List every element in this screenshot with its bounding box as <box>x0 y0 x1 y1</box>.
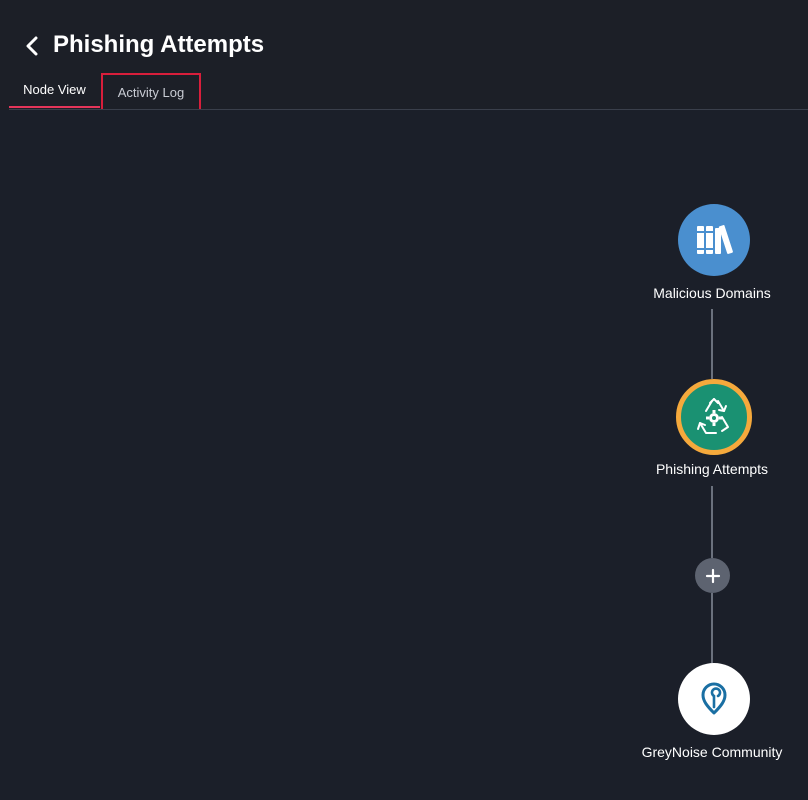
node-greynoise-community[interactable] <box>678 663 750 735</box>
page-title: Phishing Attempts <box>53 31 265 58</box>
greynoise-logo-icon <box>701 682 727 715</box>
tab-divider <box>9 109 808 110</box>
node-malicious-domains[interactable] <box>678 204 750 276</box>
connector-line <box>711 309 713 379</box>
node-label: Malicious Domains <box>653 285 771 301</box>
node-label: GreyNoise Community <box>641 744 783 760</box>
tab-activity-log[interactable]: Activity Log <box>101 73 201 111</box>
connector-line <box>711 486 713 558</box>
node-canvas <box>0 110 808 800</box>
recycle-gear-icon <box>697 398 729 434</box>
node-label: Phishing Attempts <box>655 461 769 477</box>
tab-node-view[interactable]: Node View <box>9 73 100 108</box>
chevron-left-icon <box>26 36 38 56</box>
node-phishing-attempts[interactable] <box>676 379 752 455</box>
header: Phishing Attempts Node View Activity Log <box>0 0 808 111</box>
tab-activity-log-label: Activity Log <box>117 84 185 100</box>
books-icon <box>697 225 733 254</box>
back-button[interactable] <box>18 30 46 62</box>
add-node-button[interactable] <box>695 558 730 593</box>
connector-line <box>711 593 713 663</box>
tab-node-view-label: Node View <box>23 82 86 97</box>
plus-icon <box>705 568 720 583</box>
